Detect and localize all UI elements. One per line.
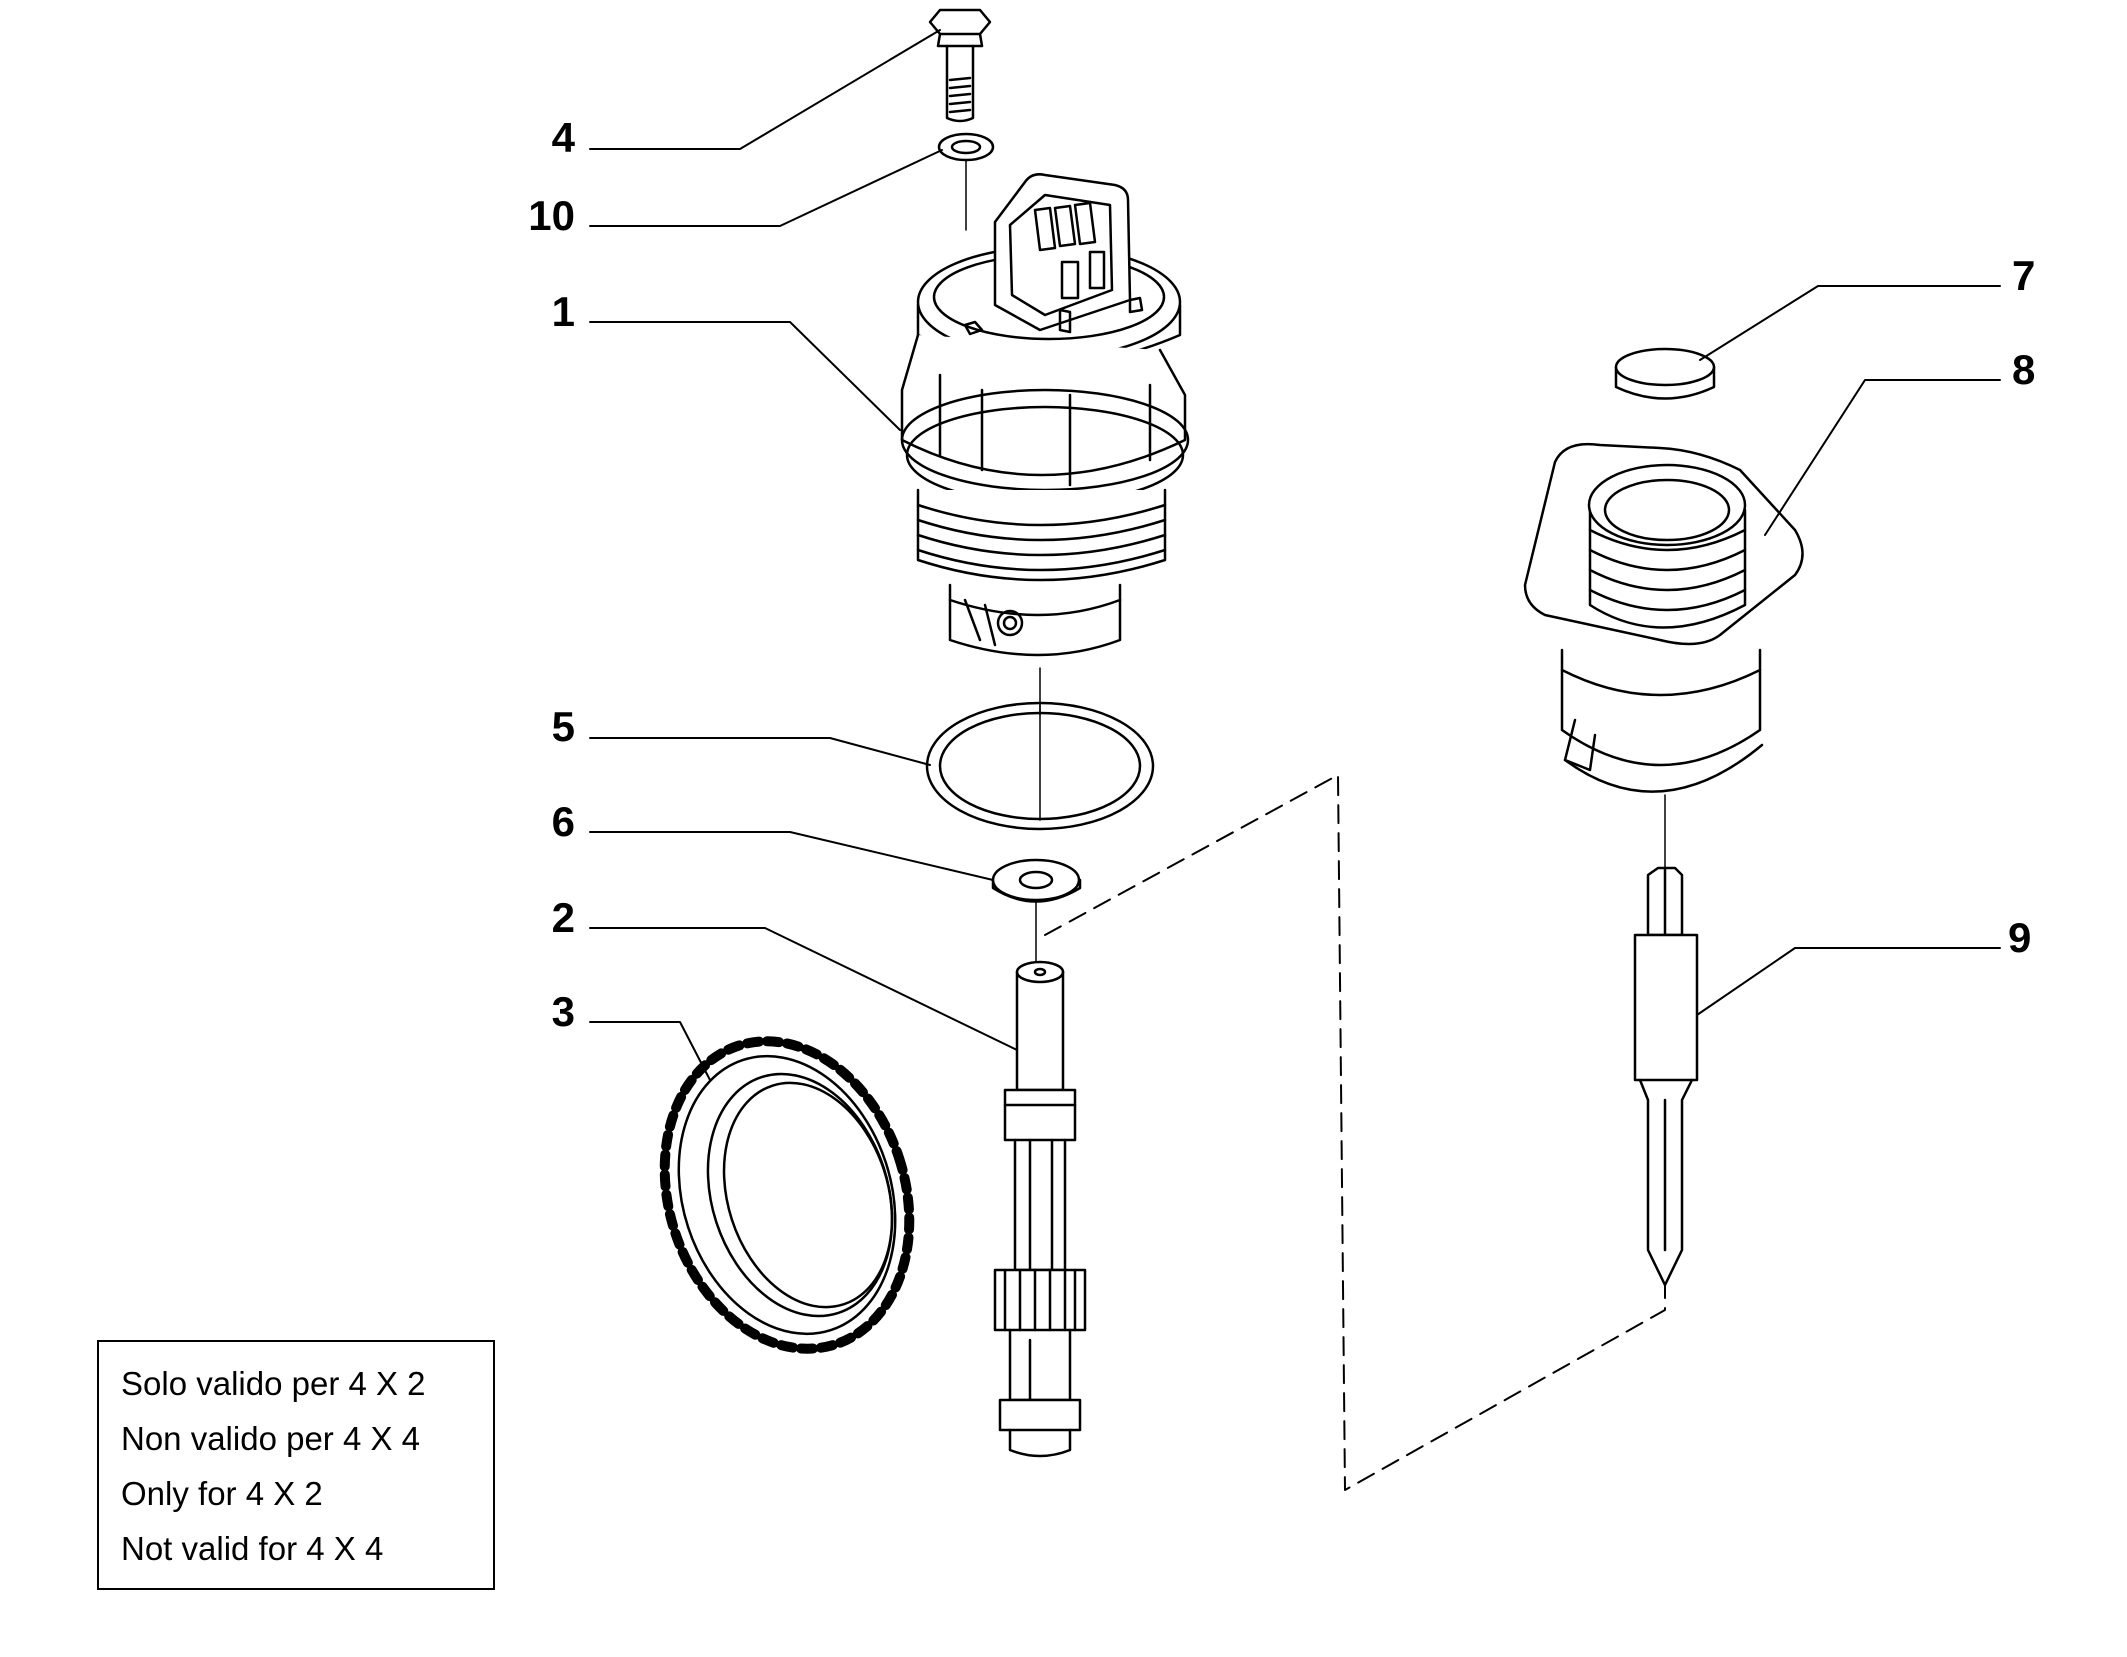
part-8-housing — [1523, 442, 1804, 871]
leader-6 — [589, 831, 994, 881]
callout-6: 6 — [552, 798, 575, 845]
leader-10 — [589, 149, 943, 227]
note-line-4: Not valid for 4 X 4 — [121, 1530, 384, 1567]
callout-8: 8 — [2012, 346, 2035, 393]
callout-10: 10 — [528, 192, 575, 239]
part-5-o-ring — [925, 701, 1155, 831]
part-9-pinion-shaft — [1633, 866, 1699, 1287]
leader-9 — [1696, 947, 2001, 1016]
callout-2: 2 — [552, 894, 575, 941]
callout-7: 7 — [2012, 252, 2035, 299]
part-3-tone-ring — [659, 1036, 915, 1354]
leader-1 — [589, 321, 901, 431]
leader-7 — [1699, 285, 2001, 361]
note-line-3: Only for 4 X 2 — [121, 1475, 323, 1512]
callout-3: 3 — [552, 988, 575, 1035]
applicability-note-box: Solo valido per 4 X 2 Non valido per 4 X… — [97, 1340, 495, 1590]
callout-5: 5 — [552, 703, 575, 750]
part-2-drive-shaft — [993, 960, 1087, 1458]
part-10-washer — [937, 132, 995, 231]
callout-4: 4 — [552, 114, 576, 161]
leader-4 — [589, 29, 941, 150]
assembly-dashed-line — [1044, 774, 1666, 1491]
part-1-sensor-body — [900, 173, 1190, 716]
part-7-cap — [1614, 347, 1716, 400]
leader-3 — [589, 1021, 711, 1081]
leader-8 — [1764, 379, 2001, 536]
callout-9: 9 — [2008, 914, 2031, 961]
note-line-1: Solo valido per 4 X 2 — [121, 1365, 426, 1402]
note-line-2: Non valido per 4 X 4 — [121, 1420, 421, 1457]
part-6-seal-washer — [991, 858, 1082, 966]
part-4-bolt — [928, 8, 992, 123]
leader-5 — [589, 737, 931, 766]
leader-2 — [589, 927, 1018, 1051]
callout-1: 1 — [552, 288, 575, 335]
